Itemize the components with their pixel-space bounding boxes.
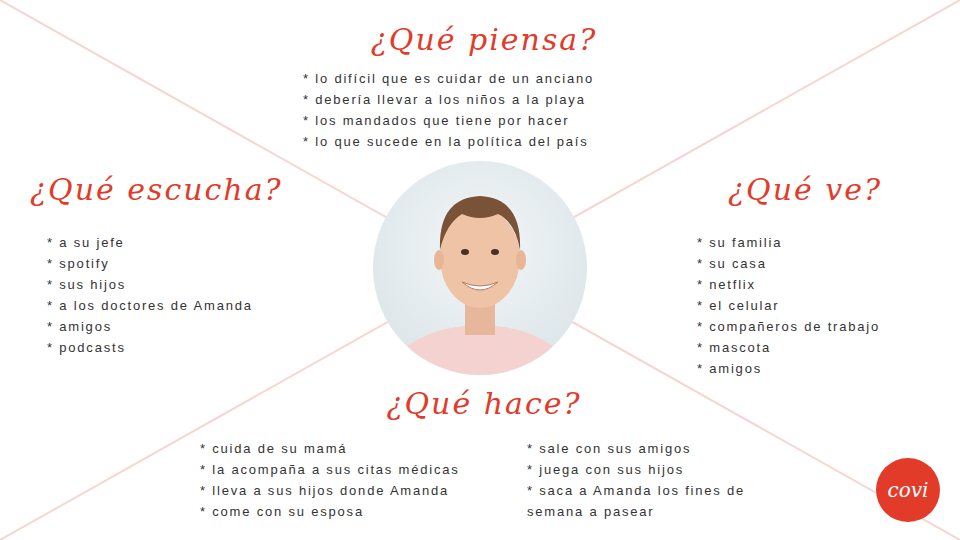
section-heading: ¿Qué ve? [724,172,886,208]
list-item: * spotify [47,253,109,274]
list-item: * lo que sucede en la política del país [303,131,589,152]
logo-circle: covi [876,458,940,522]
list-item: * amigos [697,358,762,379]
list-item: * juega con sus hijos [527,459,684,480]
list-item: * a los doctores de Amanda [47,295,253,316]
section-heading: ¿Qué hace? [330,386,638,422]
list-item: * su casa [697,253,767,274]
list-item: * su familia [697,232,782,253]
list-item: * sale con sus amigos [527,438,691,459]
list-item: * netflix [697,274,756,295]
list-item: * come con su esposa [200,501,364,522]
logo-text: covi [888,478,929,502]
list-item: * a su jefe [47,232,125,253]
list-item: * lleva a sus hijos donde Amanda [200,480,449,501]
list-item: * saca a Amanda los fines de semana a pa… [527,480,797,522]
list-item: * sus hijos [47,274,126,295]
section-heading: ¿Qué piensa? [330,22,638,58]
list-item: * compañeros de trabajo [697,316,880,337]
list-item: * debería llevar a los niños a la playa [303,89,586,110]
list-item: * lo difícil que es cuidar de un anciano [303,68,594,89]
list-item: * podcasts [47,337,126,358]
list-item: * mascota [697,337,771,358]
list-item: * la acompaña a sus citas médicas [200,459,460,480]
list-item: * el celular [697,295,779,316]
list-item: * los mandados que tiene por hacer [303,110,569,131]
section-heading: ¿Qué escucha? [26,172,287,208]
list-item: * cuida de su mamá [200,438,347,459]
list-item: * amigos [47,316,112,337]
